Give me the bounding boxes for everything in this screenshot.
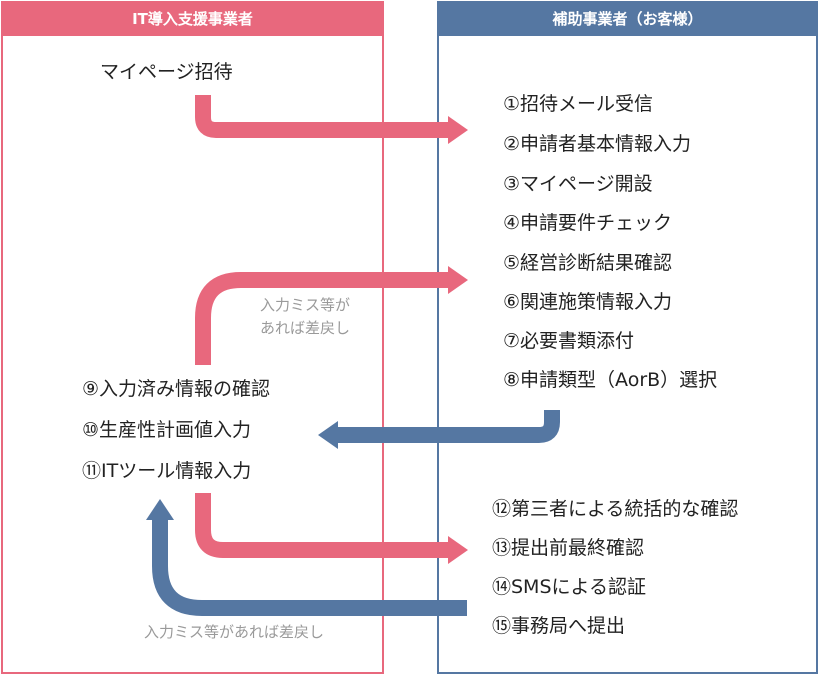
invite-flow-arrowhead	[448, 116, 468, 144]
it-support-vendor-column: IT導入支援事業者	[1, 1, 384, 674]
handover-flow-arrow	[334, 410, 560, 443]
step-10-label: ⑩生産性計画値入力	[82, 419, 252, 441]
return-flow-arrow	[195, 272, 452, 365]
step-12-label: ⑫第三者による統括的な確認	[492, 498, 739, 520]
sendback-note: 入力ミス等があれば差戻し	[144, 623, 325, 641]
mypage-invite-label: マイページ招待	[100, 61, 233, 83]
step-3-label: ③マイページ開設	[503, 173, 653, 195]
step-13-label: ⑬提出前最終確認	[492, 537, 645, 559]
submit-flow-arrow	[195, 493, 452, 558]
return-flow-arrowhead	[448, 266, 468, 294]
step-8-label: ⑧申請類型（AorB）選択	[503, 369, 718, 391]
return-note-line1: 入力ミス等が	[260, 296, 351, 314]
sendback-flow-arrowhead	[146, 499, 174, 520]
subsidy-applicant-column: 補助事業者（お客様）	[437, 1, 818, 674]
submit-flow-arrowhead	[448, 536, 468, 564]
handover-flow-arrowhead	[318, 421, 338, 449]
step-7-label: ⑦必要書類添付	[503, 330, 635, 352]
subsidy-applicant-header: 補助事業者（お客様）	[439, 3, 816, 36]
step-5-label: ⑤経営診断結果確認	[503, 252, 673, 274]
invite-flow-arrow	[195, 95, 452, 138]
step-2-label: ②申請者基本情報入力	[503, 133, 692, 155]
step-9-label: ⑨入力済み情報の確認	[82, 378, 271, 400]
step-1-label: ①招待メール受信	[503, 93, 654, 115]
step-14-label: ⑭SMSによる認証	[492, 576, 646, 598]
sendback-flow-arrow	[152, 517, 467, 616]
step-6-label: ⑥関連施策情報入力	[503, 291, 673, 313]
return-note-line2: あれば差戻し	[260, 319, 351, 337]
step-11-label: ⑪ITツール情報入力	[82, 460, 252, 482]
step-15-label: ⑮事務局へ提出	[492, 615, 626, 637]
step-4-label: ④申請要件チェック	[503, 212, 673, 234]
it-support-vendor-header: IT導入支援事業者	[3, 3, 382, 36]
